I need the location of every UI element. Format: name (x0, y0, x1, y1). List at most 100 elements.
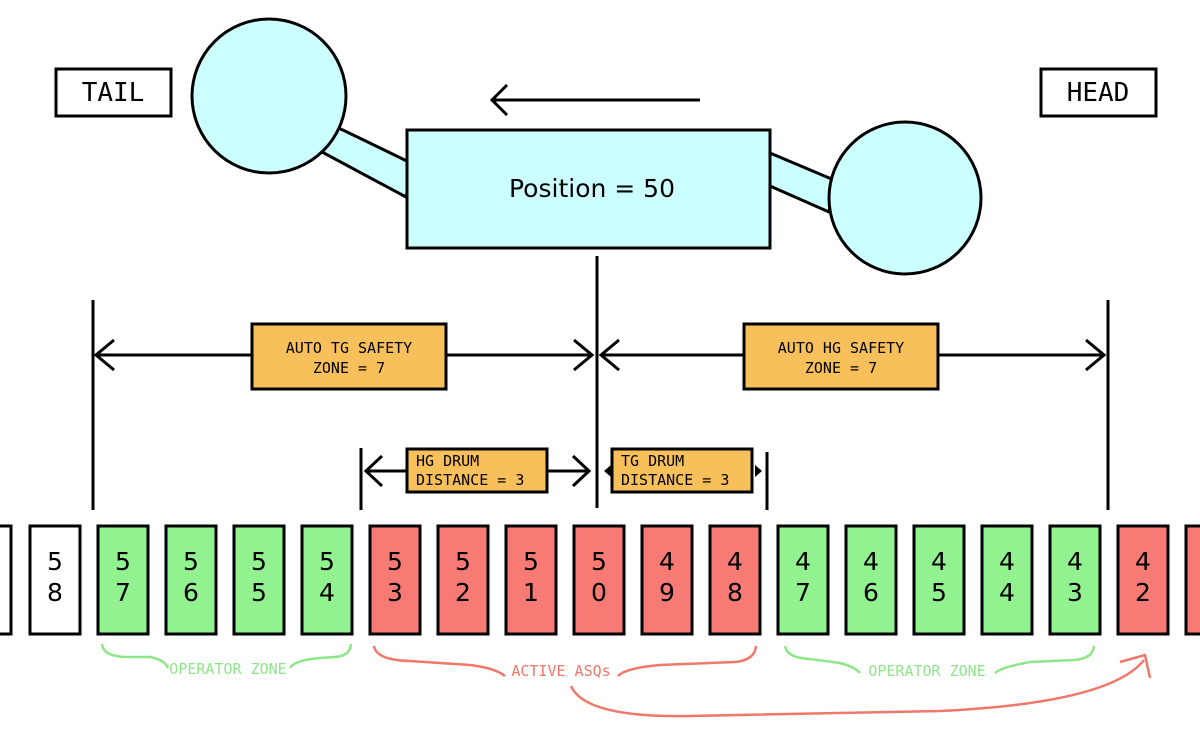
transfer-arrowhead (1119, 653, 1152, 679)
transfer-curve (569, 659, 1145, 718)
cell-digit-top: 5 (455, 547, 471, 576)
cell-digit-top: 5 (251, 547, 267, 576)
cell-digit-bottom: 9 (659, 578, 675, 607)
cell-partial-left (0, 524, 13, 636)
cell-digit-top: 4 (863, 547, 879, 576)
hg-drum-arrow (363, 454, 592, 488)
head-arm (768, 150, 836, 215)
active-zone-label: ACTIVE ASQs (511, 662, 610, 680)
hg-drum-line-1: HG DRUM (416, 452, 479, 470)
cell-digit-bottom: 6 (863, 578, 879, 607)
cell: 53 (368, 524, 422, 636)
cell-digit-top: 5 (387, 547, 403, 576)
cell: 56 (164, 524, 218, 636)
tg-safety-line-1: AUTO TG SAFETY (286, 339, 412, 357)
cell-digit-bottom: 8 (47, 578, 63, 607)
cell-box (504, 524, 558, 636)
cell-digit-top: 4 (795, 547, 811, 576)
hg-safety-label-box: AUTO HG SAFETY ZONE = 7 (742, 322, 940, 391)
cell: 54 (300, 524, 354, 636)
tail-arm (319, 125, 415, 200)
boundary-lines (91, 256, 1110, 510)
active-zone-brace (372, 645, 758, 678)
machine-body (405, 128, 772, 250)
cell: 48 (708, 524, 762, 636)
cell-box (96, 524, 150, 636)
cell-box (436, 524, 490, 636)
cell-digit-bottom: 1 (523, 578, 539, 607)
cell: 58 (28, 524, 82, 636)
cell-digit-bottom: 7 (795, 578, 811, 607)
tg-drum-label-box: TG DRUM DISTANCE = 3 (610, 447, 754, 494)
cell-box (640, 524, 694, 636)
machine: Position = 50 (190, 17, 983, 276)
cell-box (164, 524, 218, 636)
cell-digit-bottom: 2 (455, 578, 471, 607)
cell-digit-bottom: 4 (319, 578, 335, 607)
cell-box (844, 524, 898, 636)
cell-digit-top: 4 (999, 547, 1015, 576)
tg-drum-line-2: DISTANCE = 3 (621, 471, 729, 489)
tg-safety-label-box: AUTO TG SAFETY ZONE = 7 (250, 322, 448, 391)
cell-digit-bottom: 3 (1067, 578, 1083, 607)
hg-safety-arrow (598, 338, 1107, 372)
cell-box (776, 524, 830, 636)
cell-partial-right (1184, 524, 1200, 636)
hg-drum-label-box: HG DRUM DISTANCE = 3 (405, 447, 549, 494)
position-label: Position = 50 (509, 174, 675, 203)
hg-drum-line-2: DISTANCE = 3 (416, 471, 524, 489)
hg-safety-line-2: ZONE = 7 (805, 359, 877, 377)
tg-drum-line-1: TG DRUM (621, 452, 684, 470)
head-wheel (827, 120, 983, 276)
tail-box: TAIL (54, 67, 173, 118)
cell-digit-bottom: 5 (931, 578, 947, 607)
cell-digit-top: 5 (47, 547, 63, 576)
cell: 47 (776, 524, 830, 636)
cell-digit-bottom: 3 (387, 578, 403, 607)
cell-digit-top: 4 (1067, 547, 1083, 576)
cell-digit-top: 4 (1135, 547, 1151, 576)
cell: 42 (1116, 524, 1170, 636)
cell: 44 (980, 524, 1034, 636)
tg-drum-arrow (604, 465, 762, 477)
zone-braces (100, 643, 1152, 718)
cell: 49 (640, 524, 694, 636)
cell-digit-bottom: 4 (999, 578, 1015, 607)
operator-zone-right-label: OPERATOR ZONE (868, 662, 985, 680)
cell-digit-bottom: 7 (115, 578, 131, 607)
cell-box (232, 524, 286, 636)
cell: 55 (232, 524, 286, 636)
tg-safety-arrow (93, 338, 595, 372)
cell-digit-top: 5 (319, 547, 335, 576)
hg-safety-line-1: AUTO HG SAFETY (778, 339, 904, 357)
cell: 43 (1048, 524, 1102, 636)
cell-box (28, 524, 82, 636)
head-label: HEAD (1067, 78, 1130, 108)
cell-digit-top: 5 (523, 547, 539, 576)
cell: 52 (436, 524, 490, 636)
cell-box (980, 524, 1034, 636)
tail-wheel (190, 17, 348, 175)
cell-digit-top: 4 (931, 547, 947, 576)
cell: 46 (844, 524, 898, 636)
cell-digit-bottom: 0 (591, 578, 607, 607)
direction-arrow (489, 83, 700, 117)
tg-safety-line-2: ZONE = 7 (313, 359, 385, 377)
cell-digit-top: 5 (115, 547, 131, 576)
cell: 51 (504, 524, 558, 636)
cell-digit-bottom: 8 (727, 578, 743, 607)
operator-zone-left-brace (100, 643, 353, 669)
cell-digit-top: 4 (727, 547, 743, 576)
cell-digit-bottom: 2 (1135, 578, 1151, 607)
cell: 45 (912, 524, 966, 636)
cell-box (1048, 524, 1102, 636)
head-box: HEAD (1039, 67, 1158, 118)
cell-digit-top: 5 (183, 547, 199, 576)
cell-digit-bottom: 6 (183, 578, 199, 607)
operator-zone-right-brace (783, 645, 1096, 675)
cell-box (1116, 524, 1170, 636)
cell-box (708, 524, 762, 636)
cell-box (300, 524, 354, 636)
